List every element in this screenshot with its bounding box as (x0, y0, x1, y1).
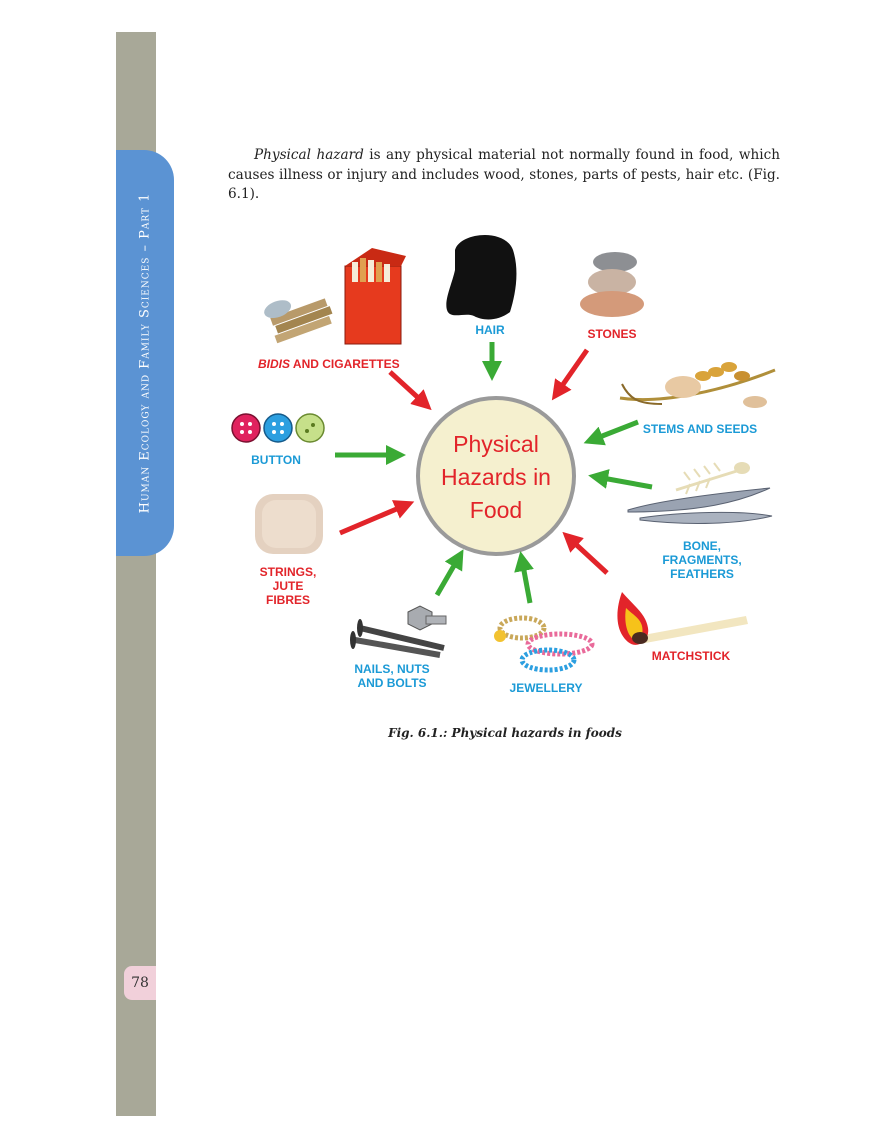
jewellery-illustration (494, 615, 595, 673)
arrow-bidis (388, 370, 432, 411)
stems-seeds-illustration (619, 362, 776, 408)
nails-bolts-illustration (350, 605, 447, 658)
term-physical-hazard: Physical hazard (254, 147, 364, 163)
label-bidis-rest: AND CIGARETTES (290, 357, 400, 371)
chapter-tab (116, 150, 174, 556)
center-circle: Physical Hazards in Food (416, 396, 576, 556)
figure-caption: Fig. 6.1.: Physical hazards in foods (388, 726, 622, 740)
arrow-nails (434, 549, 464, 597)
arrow-jewellery (514, 551, 534, 604)
page-number: 78 (131, 975, 149, 991)
label-matchstick: MATCHSTICK (652, 649, 731, 663)
label-strings-line2: JUTE (273, 579, 304, 593)
label-stems-seeds: STEMS AND SEEDS (643, 422, 757, 436)
body-paragraph: Physical hazard is any physical material… (228, 146, 780, 205)
center-title-line3: Food (470, 497, 522, 523)
label-bone-line3: FEATHERS (670, 567, 734, 581)
hair-illustration (446, 234, 517, 320)
matchstick-illustration (617, 592, 748, 645)
label-jewellery: JEWELLERY (510, 681, 583, 695)
label-bidis: BIDIS AND CIGARETTES (258, 357, 400, 371)
page-number-box (124, 966, 156, 1000)
label-bone-line1: BONE, (683, 539, 721, 553)
label-bidis-italic: BIDIS (258, 357, 290, 371)
label-nails-line1: NAILS, NUTS (354, 662, 429, 676)
paragraph-text: is any physical material not normally fo… (228, 147, 780, 202)
strings-jute-illustration (255, 494, 323, 554)
label-button: BUTTON (251, 453, 301, 467)
arrow-strings (339, 500, 415, 536)
arrow-matchstick (562, 531, 609, 575)
label-bone-line2: FRAGMENTS, (662, 553, 741, 567)
label-hair: HAIR (475, 323, 505, 337)
bone-feathers-illustration (627, 462, 773, 524)
center-title-line1: Physical (453, 431, 539, 457)
label-stones: STONES (587, 327, 636, 341)
center-title-line2: Hazards in (441, 464, 551, 490)
label-nails-line2: AND BOLTS (357, 676, 426, 690)
arrow-stones (551, 348, 590, 401)
arrow-bone (588, 469, 653, 490)
label-strings-line1: STRINGS, (260, 565, 317, 579)
button-illustration (231, 413, 325, 443)
label-strings-line3: FIBRES (266, 593, 310, 607)
arrow-stems (583, 419, 639, 446)
bidis-cigarettes-illustration (264, 248, 406, 345)
stones-illustration (580, 252, 644, 317)
arrows (335, 342, 653, 604)
